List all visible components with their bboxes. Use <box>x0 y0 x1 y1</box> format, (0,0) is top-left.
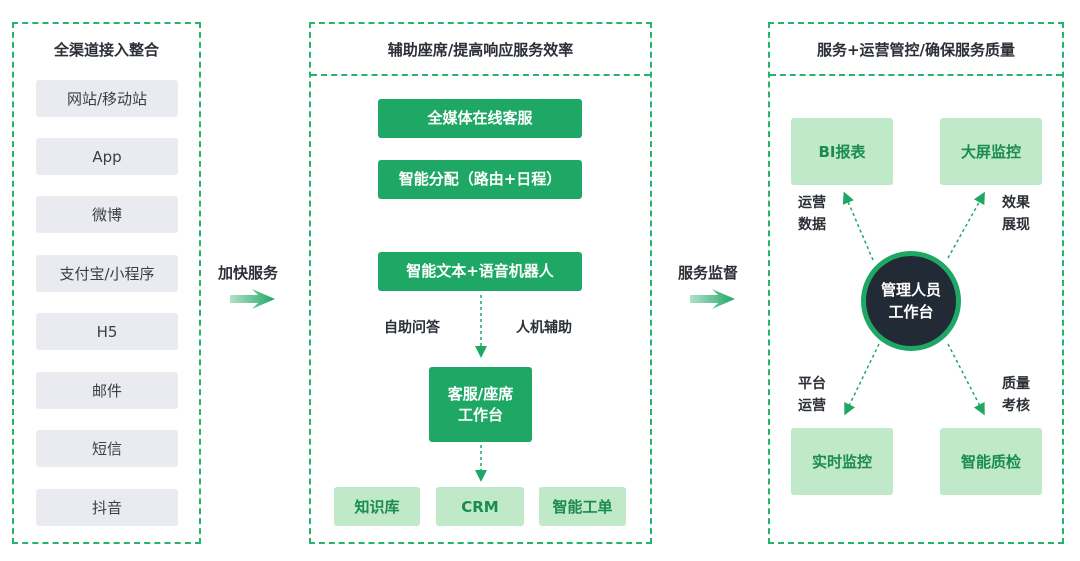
ops-data-label: 运营 数据 <box>798 192 826 236</box>
hub-line2: 工作台 <box>888 303 934 321</box>
knowledge-base-box: 知识库 <box>334 487 420 526</box>
platform-ops-label: 平台 运营 <box>798 373 826 417</box>
channel-h5: H5 <box>36 313 178 350</box>
effect-display-line2: 展现 <box>1002 217 1030 233</box>
realtime-monitor-box: 实时监控 <box>791 428 893 495</box>
hub-line1: 管理人员 <box>880 281 941 299</box>
human-assist-label: 人机辅助 <box>516 320 572 336</box>
channel-email: 邮件 <box>36 372 178 409</box>
smart-qa-box: 智能质检 <box>940 428 1042 495</box>
control-panel: 服务+运营管控/确保服务质量 BI报表 大屏监控 实时监控 智能质检 运营 数据… <box>768 22 1064 544</box>
channel-alipay: 支付宝/小程序 <box>36 255 178 292</box>
control-panel-divider <box>770 74 1062 76</box>
channel-app: App <box>36 138 178 175</box>
quality-assess-label: 质量 考核 <box>1002 373 1030 417</box>
big-screen-box: 大屏监控 <box>940 118 1042 185</box>
agent-workbench-line2: 工作台 <box>457 405 503 424</box>
service-supervision-label: 服务监督 <box>678 264 739 282</box>
assist-panel: 辅助座席/提高响应服务效率 全媒体在线客服 智能分配（路由+日程） 智能文本+语… <box>309 22 652 544</box>
crm-box: CRM <box>436 487 524 526</box>
assist-panel-title: 辅助座席/提高响应服务效率 <box>387 40 574 59</box>
quality-assess-line1: 质量 <box>1002 376 1030 392</box>
channel-weibo: 微博 <box>36 196 178 233</box>
channel-sms: 短信 <box>36 430 178 467</box>
right-arrow-icon <box>230 289 275 309</box>
effect-display-line1: 效果 <box>1002 195 1030 211</box>
agent-workbench-line1: 客服/座席 <box>447 384 514 403</box>
channel-panel: 全渠道接入整合 网站/移动站 App 微博 支付宝/小程序 H5 邮件 短信 抖… <box>12 22 201 544</box>
channel-douyin: 抖音 <box>36 489 178 526</box>
smart-ticket-box: 智能工单 <box>539 487 626 526</box>
right-arrow-icon <box>690 289 735 309</box>
speed-up-service-label: 加快服务 <box>218 264 279 282</box>
quality-assess-line2: 考核 <box>1002 398 1030 414</box>
control-panel-title: 服务+运营管控/确保服务质量 <box>816 40 1016 59</box>
agent-workbench: 客服/座席 工作台 <box>429 367 532 442</box>
self-service-label: 自助问答 <box>384 320 440 336</box>
platform-ops-line2: 运营 <box>798 398 826 414</box>
smart-routing-button: 智能分配（路由+日程） <box>378 160 582 199</box>
effect-display-label: 效果 展现 <box>1002 192 1030 236</box>
channel-panel-title: 全渠道接入整合 <box>53 40 159 59</box>
ops-data-line2: 数据 <box>798 217 826 233</box>
robot-button: 智能文本+语音机器人 <box>378 252 582 291</box>
bi-report-box: BI报表 <box>791 118 893 185</box>
omnichannel-service-button: 全媒体在线客服 <box>378 99 582 138</box>
platform-ops-line1: 平台 <box>798 376 826 392</box>
ops-data-line1: 运营 <box>798 195 826 211</box>
assist-panel-divider <box>311 74 650 76</box>
channel-website: 网站/移动站 <box>36 80 178 117</box>
manager-workbench-hub: 管理人员 工作台 <box>861 251 961 351</box>
